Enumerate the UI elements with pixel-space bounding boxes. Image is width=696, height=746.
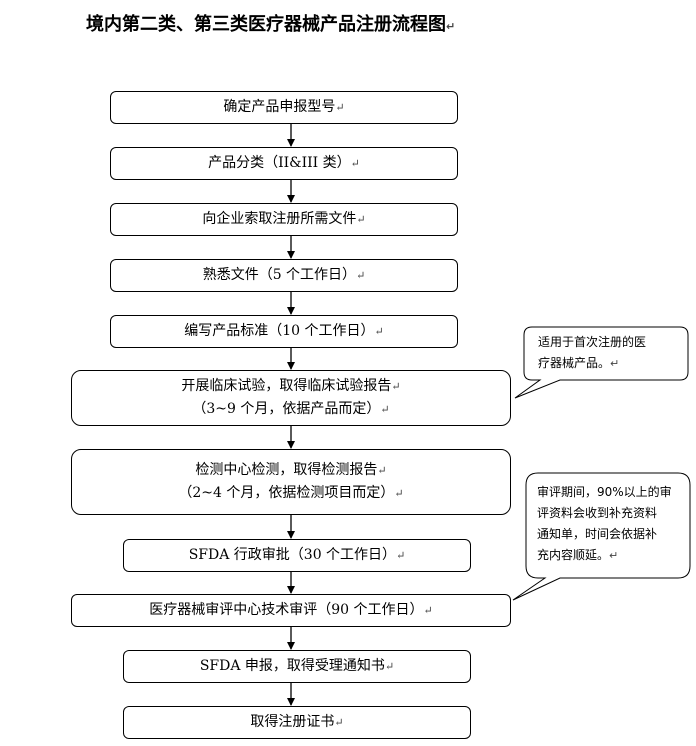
- step-text: SFDA 申报，取得受理通知书↵: [199, 658, 395, 674]
- step-box-1: 确定产品申报型号↵: [110, 91, 458, 124]
- step-box-9: 医疗器械审评中心技术审评（90 个工作日）↵: [71, 594, 511, 627]
- diagram-title: 境内第二类、第三类医疗器械产品注册流程图↵: [86, 14, 456, 35]
- step-box-4: 熟悉文件（5 个工作日）↵: [110, 259, 458, 292]
- step-box-3: 向企业索取注册所需文件↵: [110, 203, 458, 236]
- step-text: 熟悉文件（5 个工作日）↵: [202, 267, 366, 283]
- step-text: 产品分类（II&III 类）↵: [208, 155, 360, 171]
- step-box-5: 编写产品标准（10 个工作日）↵: [110, 315, 458, 348]
- step-box-11: 取得注册证书↵: [123, 706, 471, 739]
- step-box-8: SFDA 行政审批（30 个工作日）↵: [123, 539, 471, 572]
- step-text-line1: 开展临床试验，取得临床试验报告↵: [181, 378, 401, 394]
- step-text: 向企业索取注册所需文件↵: [202, 211, 366, 227]
- step-box-10: SFDA 申报，取得受理通知书↵: [123, 650, 471, 683]
- step-box-7: 检测中心检测，取得检测报告↵ （2~4 个月，依据检测项目而定）↵: [71, 449, 511, 515]
- step-text: 确定产品申报型号↵: [223, 99, 345, 115]
- step-text-line2: （2~4 个月，依据检测项目而定）↵: [178, 485, 404, 501]
- step-box-6: 开展临床试验，取得临床试验报告↵ （3~9 个月，依据产品而定）↵: [71, 370, 511, 426]
- callout-bubble-2: [512, 472, 691, 601]
- callout-bubble-1: [514, 326, 689, 399]
- step-text: 医疗器械审评中心技术审评（90 个工作日）↵: [149, 602, 433, 618]
- step-box-2: 产品分类（II&III 类）↵: [110, 147, 458, 180]
- callout-note-1: 适用于首次注册的医 疗器械产品。↵: [538, 335, 647, 370]
- callout-note-2: 审评期间，90%以上的审 评资料会收到补充资料 通知单，时间会依据补 充内容顺延…: [537, 485, 672, 562]
- step-text: SFDA 行政审批（30 个工作日）↵: [188, 547, 406, 563]
- step-text: 取得注册证书↵: [250, 714, 344, 730]
- step-text-line2: （3~9 个月，依据产品而定）↵: [192, 401, 390, 417]
- step-text-line1: 检测中心检测，取得检测报告↵: [195, 462, 387, 478]
- step-text: 编写产品标准（10 个工作日）↵: [184, 323, 384, 339]
